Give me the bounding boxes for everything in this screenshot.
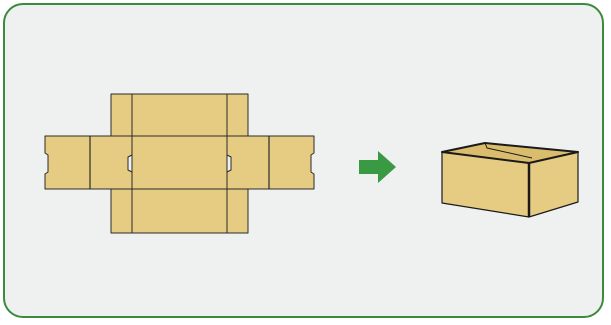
flat-box-blank [44,93,315,234]
left-side-wall [89,135,133,190]
top-flap [131,93,228,137]
bottom-right-tab [226,188,249,234]
bottom-flap [131,188,228,234]
box-top-rim [441,142,579,164]
box-interior-fold [484,142,533,159]
right-arrow-icon [359,151,396,183]
bottom-left-tab [110,188,133,234]
top-left-tab [110,93,133,137]
base-panel [131,135,228,190]
right-outer-flap [268,135,315,190]
right-side-wall [226,135,270,190]
assembled-open-box [441,142,579,218]
left-outer-flap [44,135,91,190]
top-right-tab [226,93,249,137]
